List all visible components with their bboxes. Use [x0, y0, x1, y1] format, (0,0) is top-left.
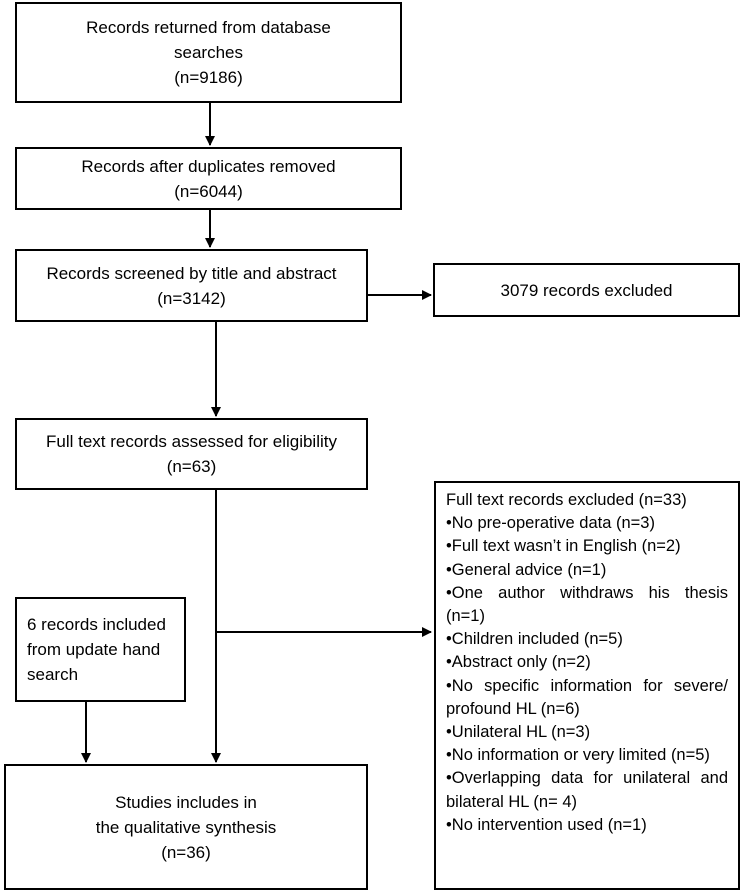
studies-included-box: Studies includes in the qualitative synt…	[4, 764, 368, 890]
hand-search-line3: search	[27, 665, 79, 684]
exclusion-reason-item: No specific information for severe/ prof…	[446, 675, 728, 721]
records-database-count: (n=9186)	[174, 68, 243, 87]
records-duplicates-count: (n=6044)	[174, 181, 243, 201]
hand-search-box: 6 records included from update hand sear…	[15, 597, 186, 702]
records-excluded-screen-box: 3079 records excluded	[433, 263, 740, 317]
exclusion-reason-item: Full text wasn’t in English (n=2)	[446, 535, 728, 558]
records-database-line2: searches	[174, 43, 243, 62]
fulltext-assessed-line1: Full text records assessed for eligibili…	[45, 432, 337, 451]
exclusion-reason-item: Children included (n=5)	[446, 628, 728, 651]
fulltext-assessed-box: Full text records assessed for eligibili…	[15, 418, 368, 490]
fulltext-excluded-box: Full text records excluded (n=33) No pre…	[434, 481, 740, 890]
studies-included-line1: Studies includes in	[115, 792, 257, 812]
exclusion-reason-item: Abstract only (n=2)	[446, 651, 728, 674]
fulltext-assessed-count: (n=63)	[166, 457, 217, 476]
studies-included-count: (n=36)	[161, 842, 211, 862]
records-screened-box: Records screened by title and abstract (…	[15, 249, 368, 322]
exclusion-reason-item: No information or very limited (n=5)	[446, 744, 728, 767]
records-screened-line1: Records screened by title and abstract	[46, 263, 337, 283]
studies-included-line2: the qualitative synthesis	[95, 817, 277, 837]
records-screened-count: (n=3142)	[157, 288, 226, 308]
records-excluded-screen-text: 3079 records excluded	[500, 280, 673, 300]
exclusion-reason-item: No intervention used (n=1)	[446, 814, 728, 837]
hand-search-line2: from update hand	[27, 640, 161, 659]
hand-search-line1: 6 records included	[27, 615, 166, 634]
exclusion-reason-item: No pre-operative data (n=3)	[446, 512, 728, 535]
exclusion-reason-item: Unilateral HL (n=3)	[446, 721, 728, 744]
exclusion-reason-item: One author withdraws his thesis (n=1)	[446, 582, 728, 628]
exclusion-reasons-list: No pre-operative data (n=3) Full text wa…	[446, 512, 728, 837]
fulltext-excluded-header: Full text records excluded (n=33)	[446, 491, 687, 509]
exclusion-reason-item: General advice (n=1)	[446, 559, 728, 582]
records-database-line1: Records returned from database	[86, 18, 331, 37]
records-database-box: Records returned from database searches …	[15, 2, 402, 103]
records-duplicates-line1: Records after duplicates removed	[81, 156, 336, 176]
records-duplicates-box: Records after duplicates removed (n=6044…	[15, 147, 402, 210]
exclusion-reason-item: Overlapping data for unilateral and bila…	[446, 767, 728, 813]
